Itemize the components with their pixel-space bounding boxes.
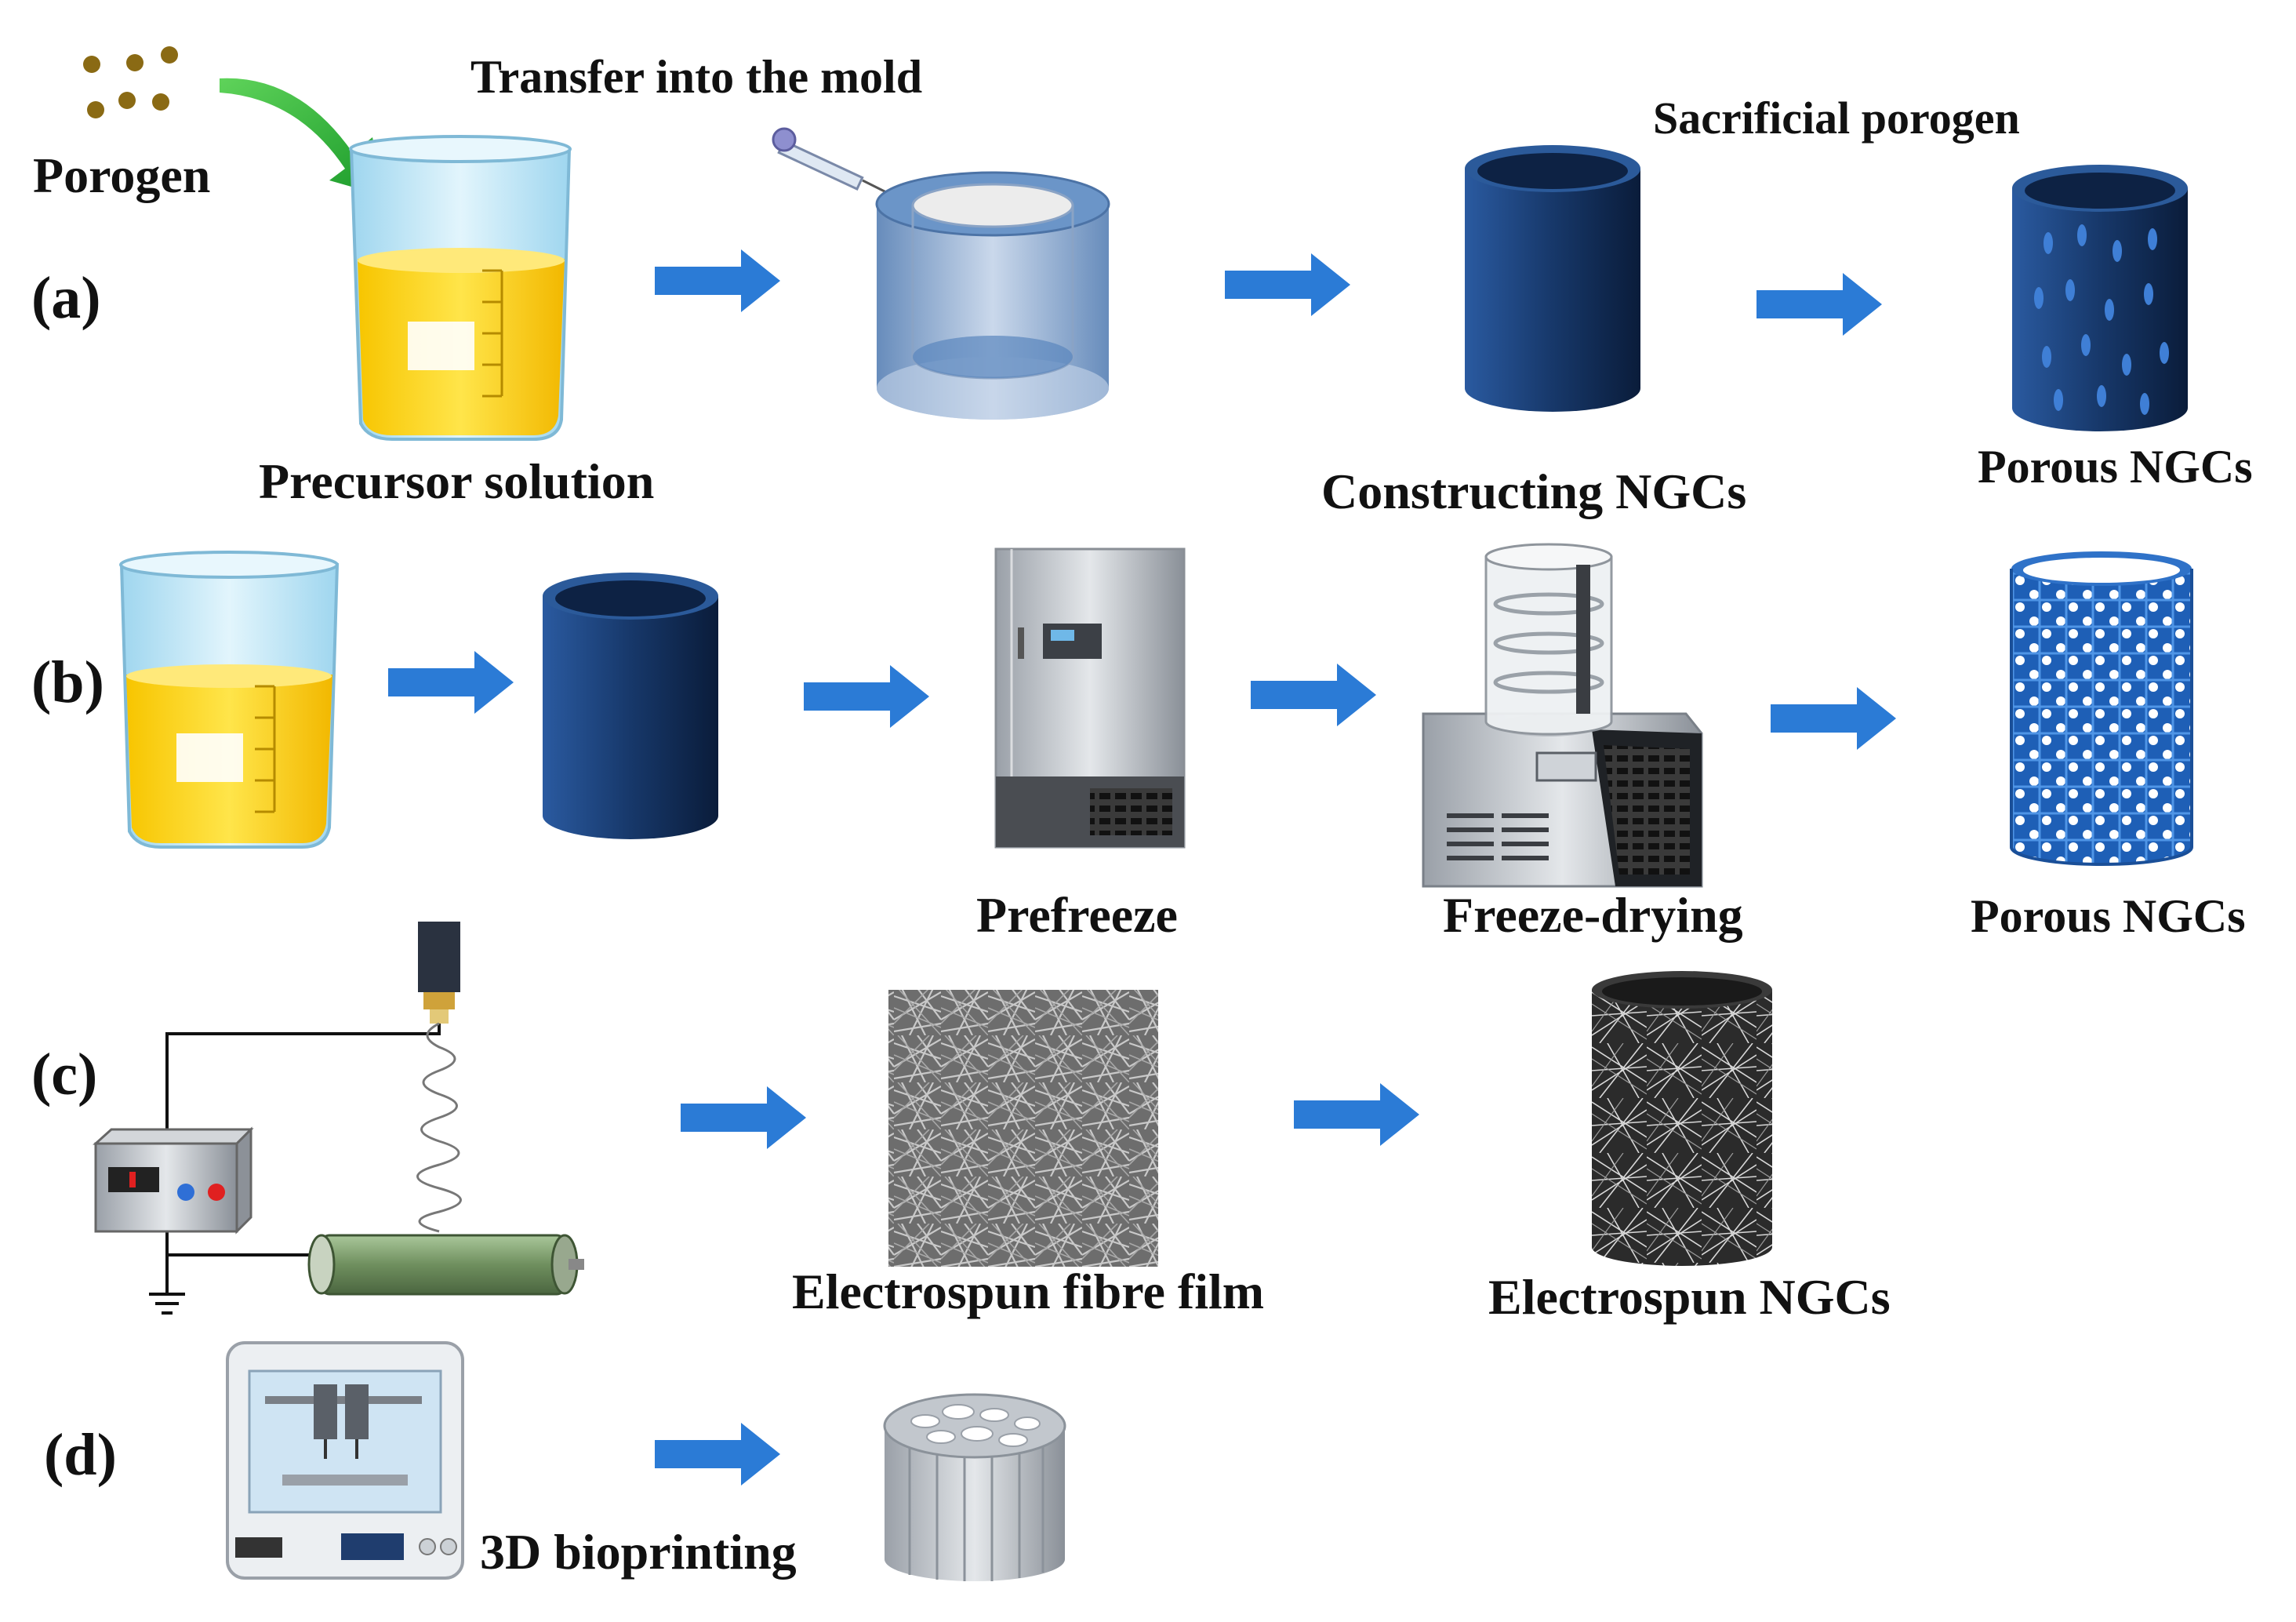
panel-label-a: (a) bbox=[31, 265, 101, 331]
precursor-label: Precursor solution bbox=[259, 453, 654, 509]
sacrificial-label: Sacrificial porogen bbox=[1653, 93, 2020, 144]
arrow-icon bbox=[1294, 1083, 1419, 1146]
mesh-tube-icon bbox=[2010, 551, 2193, 866]
panel-label-d: (d) bbox=[44, 1422, 117, 1488]
beaker-icon bbox=[119, 551, 340, 849]
arrow-icon bbox=[1757, 273, 1882, 336]
arrow-icon bbox=[388, 651, 514, 714]
printed-scaffold-icon bbox=[883, 1393, 1066, 1581]
electrospun-tube-icon bbox=[1592, 971, 1772, 1266]
arrow-icon bbox=[655, 249, 780, 312]
beaker-icon bbox=[349, 135, 572, 441]
electrospun-film-label: Electrospun fibre film bbox=[792, 1264, 1264, 1319]
porous-b-label: Porous NGCs bbox=[1971, 890, 2246, 942]
row-c: (c) bbox=[31, 922, 1891, 1325]
fibre-film-icon bbox=[888, 990, 1158, 1267]
freezer-icon bbox=[994, 547, 1186, 849]
transfer-label: Transfer into the mold bbox=[470, 51, 922, 103]
arrow-icon bbox=[681, 1086, 806, 1149]
freeze-drying-label: Freeze-drying bbox=[1443, 887, 1743, 943]
row-d: (d) 3D bioprinting bbox=[44, 1341, 1066, 1581]
arrow-icon bbox=[1225, 253, 1350, 316]
constructing-label: Constructing NGCs bbox=[1321, 464, 1746, 519]
arrow-icon bbox=[655, 1423, 780, 1486]
panel-label-c: (c) bbox=[31, 1042, 97, 1107]
row-a: (a) Porogen Precursor solution Transfer … bbox=[31, 46, 2253, 519]
arrow-icon bbox=[1771, 687, 1896, 750]
arrow-icon bbox=[804, 665, 929, 728]
mold-icon bbox=[875, 171, 1110, 420]
electrospun-ngcs-label: Electrospun NGCs bbox=[1488, 1269, 1891, 1325]
porogen-particles bbox=[83, 46, 178, 118]
arrow-icon bbox=[1251, 664, 1376, 726]
electrospinning-setup-icon bbox=[93, 922, 584, 1315]
ngc-tube-icon bbox=[543, 573, 718, 839]
row-b: (b) Prefreeze bbox=[31, 543, 2246, 943]
bioprinter-icon bbox=[226, 1341, 464, 1580]
porous-tube-icon bbox=[2012, 165, 2188, 431]
syringe-icon bbox=[772, 127, 895, 198]
ngc-tube-icon bbox=[1465, 145, 1640, 412]
ground-icon bbox=[149, 1293, 185, 1315]
prefreeze-label: Prefreeze bbox=[976, 887, 1178, 943]
panel-label-b: (b) bbox=[31, 649, 104, 715]
porogen-label: Porogen bbox=[33, 147, 210, 203]
porous-a-label: Porous NGCs bbox=[1978, 441, 2253, 493]
bioprinting-label: 3D bioprinting bbox=[480, 1524, 797, 1580]
freeze-dryer-icon bbox=[1422, 543, 1703, 888]
